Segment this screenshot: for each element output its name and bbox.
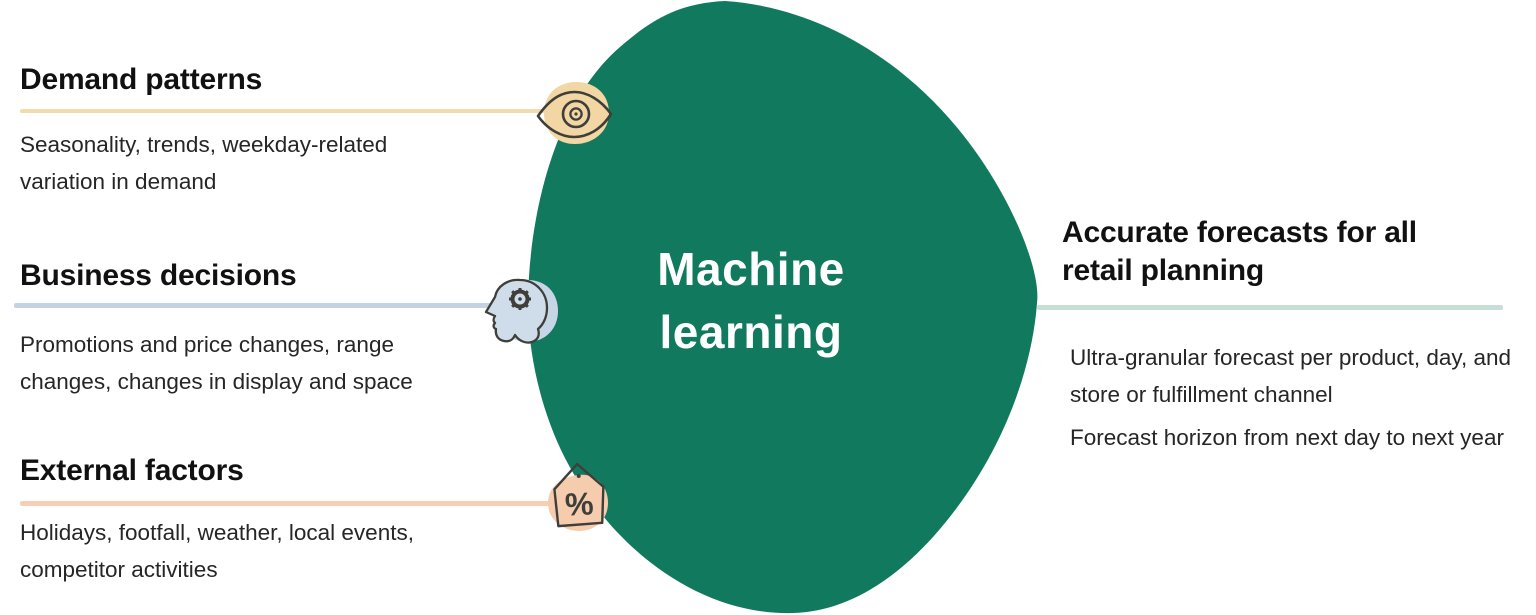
eye-icon — [536, 82, 613, 144]
connector-business-decisions — [14, 303, 502, 308]
connector-external-factors — [20, 501, 560, 506]
connector-output — [1037, 305, 1503, 310]
input-title-external-factors: External factors — [20, 454, 244, 487]
connector-demand-patterns — [20, 109, 552, 113]
percent-symbol: % — [564, 485, 594, 522]
percent-tag-icon: % — [548, 462, 608, 531]
output-point-granularity: Ultra-granular forecast per product, day… — [1070, 345, 1512, 407]
input-description-demand-patterns: Seasonality, trends, weekday-related var… — [20, 132, 388, 194]
input-description-business-decisions: Promotions and price changes, range chan… — [20, 332, 413, 394]
output-point-horizon: Forecast horizon from next day to next y… — [1070, 425, 1504, 450]
head-gear-icon — [484, 278, 558, 344]
input-title-demand-patterns: Demand patterns — [20, 63, 263, 96]
output-title: Accurate forecasts for all retail planni… — [1062, 216, 1417, 287]
center-label: Machine learning — [657, 243, 845, 358]
input-description-external-factors: Holidays, footfall, weather, local event… — [20, 520, 414, 582]
input-title-business-decisions: Business decisions — [20, 259, 297, 292]
